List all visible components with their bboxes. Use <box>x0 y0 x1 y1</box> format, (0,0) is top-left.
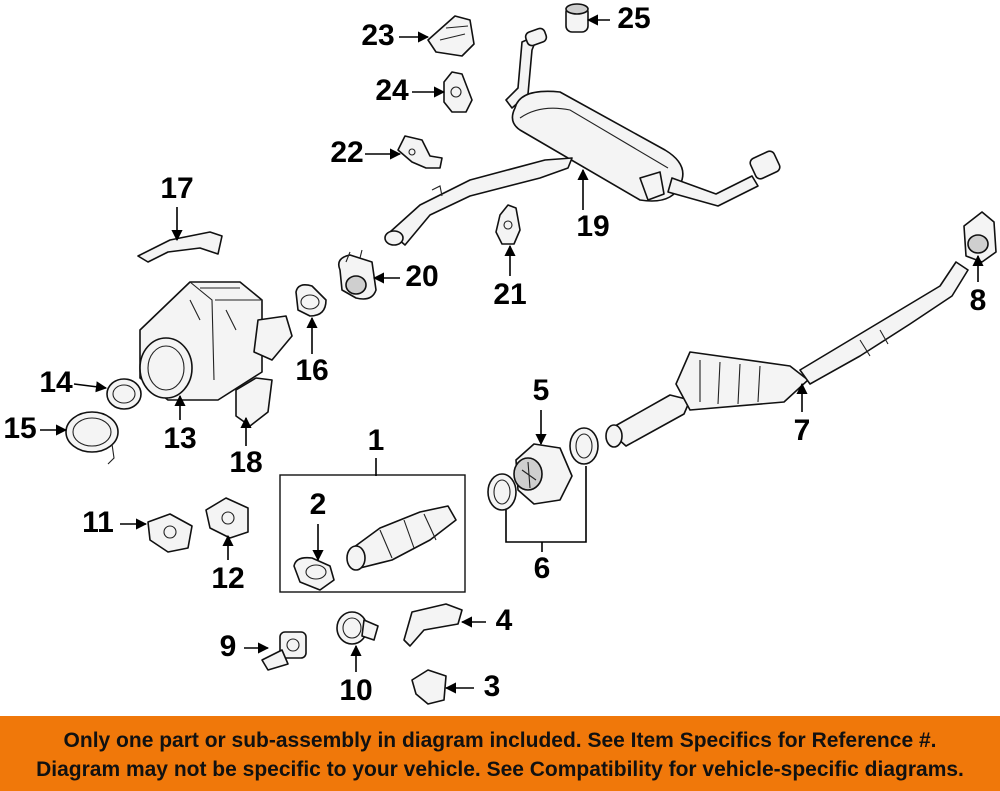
sub-assembly-frame <box>279 474 466 593</box>
notice-line-1: Only one part or sub-assembly in diagram… <box>63 729 937 752</box>
callout-15: 15 <box>3 412 36 445</box>
mounting-bracket <box>235 377 273 427</box>
rubber-hanger <box>443 71 473 113</box>
support-bracket <box>411 669 447 705</box>
callout-6: 6 <box>534 552 551 585</box>
pipe-sleeve <box>336 611 379 645</box>
notice-line-2: Diagram may not be specific to your vehi… <box>36 758 964 781</box>
rear-hanger <box>495 204 521 245</box>
callout-14: 14 <box>39 366 73 399</box>
callout-5: 5 <box>533 374 550 407</box>
callout-13: 13 <box>163 422 196 455</box>
callout-1: 1 <box>368 424 385 457</box>
callout-3: 3 <box>484 670 501 703</box>
pipe-coupler <box>513 443 573 505</box>
callout-7: 7 <box>794 414 811 447</box>
exhaust-parts-diagram: 1 2 3 4 5 6 7 8 9 10 11 12 13 14 15 16 1… <box>3 2 997 707</box>
callout-19: 19 <box>576 210 609 243</box>
callout-18: 18 <box>229 446 262 479</box>
callout-11: 11 <box>82 506 114 539</box>
particulate-filter <box>139 281 293 401</box>
callout-12: 12 <box>211 562 244 595</box>
intermediate-pipe <box>605 261 969 448</box>
callout-21: 21 <box>493 278 526 311</box>
callout-9: 9 <box>220 630 237 663</box>
callout-8: 8 <box>970 284 987 317</box>
clamp-ring <box>65 411 119 465</box>
heat-shield-strip <box>403 603 463 647</box>
front-pipe <box>346 505 457 571</box>
band-clamp <box>337 249 377 300</box>
coupler-gasket-left <box>487 473 517 511</box>
heat-shield <box>137 231 223 263</box>
exhaust-tip-clamp <box>565 3 589 33</box>
heat-shield-bracket <box>427 15 475 57</box>
callout-17: 17 <box>160 172 193 205</box>
gasket-ring <box>106 378 142 410</box>
callout-2: 2 <box>310 488 327 521</box>
callout-16: 16 <box>295 354 328 387</box>
coupler-gasket-right <box>569 427 599 465</box>
callout-24: 24 <box>375 74 409 107</box>
callout-4: 4 <box>496 604 513 637</box>
callout-22: 22 <box>330 136 363 169</box>
flange-gasket <box>147 513 193 553</box>
rear-muffler-assembly <box>384 27 781 246</box>
hanger-bracket <box>397 135 443 169</box>
end-clamp <box>963 211 997 263</box>
front-pipe-clamp <box>293 556 335 591</box>
callout-23: 23 <box>361 19 394 52</box>
pipe-clamp <box>295 284 327 317</box>
oxygen-sensor <box>261 631 307 671</box>
gasket-plate <box>205 497 249 539</box>
callout-25: 25 <box>617 2 650 35</box>
callout-10: 10 <box>339 674 372 707</box>
callout-20: 20 <box>405 260 438 293</box>
notice-banner: Only one part or sub-assembly in diagram… <box>0 716 1000 791</box>
